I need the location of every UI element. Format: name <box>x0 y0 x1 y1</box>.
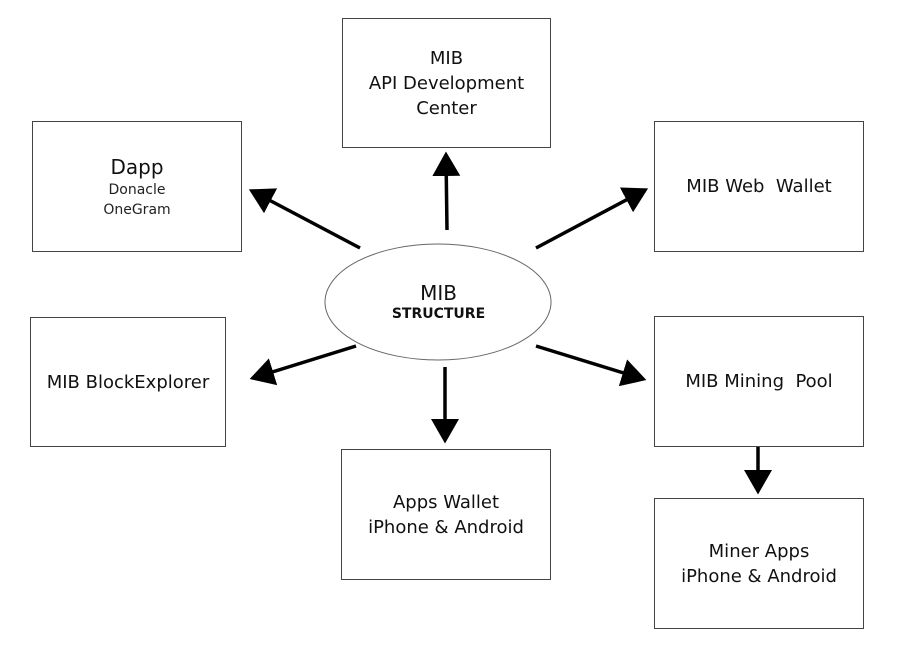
node-mining-pool: MIB Mining Pool <box>654 316 864 447</box>
node-dapp: Dapp Donacle OneGram <box>32 121 242 252</box>
center-node-mib-structure: MIB STRUCTURE <box>325 244 552 360</box>
node-sub-item: OneGram <box>103 201 171 218</box>
center-ellipse-shape <box>324 243 552 361</box>
arrow-center-to-api <box>432 151 461 231</box>
node-label-line: API Development <box>368 72 525 94</box>
node-label-line: Apps Wallet <box>392 491 500 513</box>
node-label-line: MIB Web Wallet <box>686 176 832 197</box>
node-label-line: MIB BlockExplorer <box>46 371 210 393</box>
node-label-line: Center <box>416 97 477 119</box>
node-sub-item: Donacle <box>108 181 166 198</box>
node-apps-wallet: Apps Wallet iPhone & Android <box>341 449 551 580</box>
node-label-line: iPhone & Android <box>681 565 837 587</box>
node-miner-apps: Miner Apps iPhone & Android <box>654 498 864 629</box>
node-title: Dapp <box>110 154 164 179</box>
arrow-center-to-blockexplorer <box>249 344 357 386</box>
node-api-development-center: MIB API Development Center <box>342 18 551 148</box>
node-block-explorer: MIB BlockExplorer <box>30 317 226 447</box>
arrow-center-to-miningpool <box>535 344 647 387</box>
center-title: MIB <box>420 281 457 305</box>
arrow-center-to-webwallet <box>535 187 649 250</box>
node-label-line: MIB Mining Pool <box>685 371 833 392</box>
node-label-line: Miner Apps <box>708 540 810 562</box>
node-label-line: iPhone & Android <box>368 516 524 538</box>
node-label-line: MIB <box>429 47 464 69</box>
arrow-center-to-dapp <box>248 188 361 250</box>
center-subtitle: STRUCTURE <box>391 306 486 322</box>
node-web-wallet: MIB Web Wallet <box>654 121 864 252</box>
